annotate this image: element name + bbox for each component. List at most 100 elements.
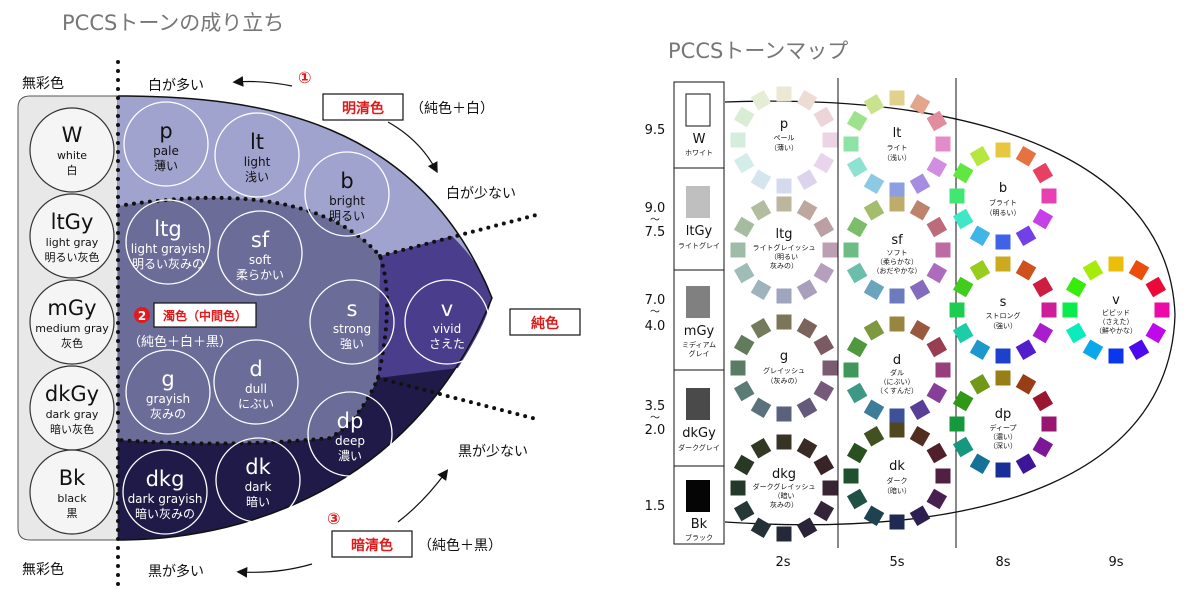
wheel-swatch-lt-11 (846, 110, 868, 132)
wheel-swatch-sf-4 (935, 242, 951, 258)
wheel-center-b (976, 169, 1030, 223)
en-strong: strong (333, 322, 371, 336)
wheel-swatch-v-11 (1065, 276, 1087, 298)
achromatic-label-top: 無彩色 (22, 75, 64, 92)
wheel-swatch-d-1 (889, 316, 905, 332)
circle-medium-gray (29, 279, 115, 365)
column-2s: 2s (775, 555, 790, 570)
swatch-black (686, 480, 710, 512)
wheel-code-s: s (1000, 295, 1007, 310)
wheel-swatch-ltg-2 (796, 199, 818, 221)
wheel-text-dk-1: ダーク (887, 476, 908, 485)
wheel-swatch-ltg-11 (733, 216, 755, 238)
wheel-swatch-dk-9 (846, 488, 868, 510)
wheel-segments-dk (843, 422, 951, 530)
wheel-swatch-g-4 (822, 360, 838, 376)
code-dkg: dkg (146, 467, 185, 491)
bright-group-number: ① (298, 68, 312, 87)
wheel-code-b: b (999, 181, 1007, 196)
wheel-code-sf: sf (891, 233, 903, 248)
wheel-text-ltg-3: 灰みの） (770, 261, 798, 270)
en-black: black (57, 492, 87, 505)
jp-grayish: 灰みの (150, 407, 186, 421)
wheel-swatch-ltg-7 (776, 288, 792, 304)
wheel-swatch-d-5 (926, 382, 948, 404)
jp-black: 黒 (67, 507, 78, 520)
tone-circles (122, 101, 490, 535)
en-dark: dark (245, 480, 272, 494)
tone-wheel-g: g グレイッシュ （灰みの） (730, 314, 838, 422)
en-bright: bright (329, 194, 365, 208)
wheel-swatch-p-11 (733, 106, 755, 128)
map-code-mGy: mGy (684, 324, 715, 339)
jp-light: 浅い (245, 170, 269, 184)
code-p: p (159, 119, 172, 143)
en-medium-gray: medium gray (35, 322, 109, 335)
wheel-swatch-lt-4 (935, 136, 951, 152)
level-7-5: 7.5 (645, 225, 666, 240)
wheel-swatch-p-5 (813, 152, 835, 174)
wheel-code-g: g (780, 349, 788, 364)
wheel-text-dkg-2: （暗い (774, 491, 795, 500)
wheel-swatch-dkg-9 (733, 500, 755, 522)
wheel-swatch-g-11 (733, 334, 755, 356)
gray-labels: W ホワイト ltGy ライトグレイ mGy ミディアム グレイ dkGy ダー… (678, 132, 720, 542)
swatch-dark-gray (686, 388, 710, 420)
dark-group-name: 暗清色 (351, 537, 393, 554)
wheel-code-p: p (780, 117, 788, 132)
wheel-swatch-dkg-1 (776, 434, 792, 450)
wheel-swatch-v-3 (1145, 276, 1167, 298)
tone-wheel-dk: dk ダーク （暗い） (843, 422, 951, 530)
wheel-swatch-p-8 (750, 169, 772, 191)
wheel-swatch-lt-12 (863, 93, 885, 115)
wheel-swatch-dp-11 (952, 390, 974, 412)
level-tilde-2: 〜 (650, 307, 660, 318)
wheel-swatch-p-3 (813, 106, 835, 128)
white-less-label: 白が少ない (446, 186, 516, 202)
wheel-swatch-s-6 (1015, 339, 1037, 361)
en-deep: deep (335, 434, 365, 448)
wheel-swatch-dp-7 (995, 462, 1011, 478)
wheel-center-dk (870, 449, 924, 503)
jp-strong: 強い (340, 337, 364, 351)
bright-group-box (322, 93, 404, 121)
wheel-swatch-lt-2 (909, 93, 931, 115)
tone-outline (117, 95, 493, 541)
circle-pale (123, 101, 209, 187)
en-pale: pale (153, 144, 179, 158)
level-9-5: 9.5 (645, 123, 666, 138)
tone-wheel-b: b ブライト （明るい） (949, 142, 1057, 250)
map-code-W: W (693, 132, 706, 147)
wheel-text-dp-3: （深い） (989, 441, 1017, 450)
wheel-center-lt (870, 117, 924, 171)
column-9s: 9s (1108, 555, 1123, 570)
wheel-text-p-1: ペール (774, 134, 795, 142)
wheel-swatch-sf-2 (909, 199, 931, 221)
wheel-segments-g (730, 314, 838, 422)
tone-wheel-v: v ビビッド （さえた） （鮮やかな） (1062, 256, 1170, 364)
wheel-code-dp: dp (995, 407, 1012, 422)
level-4-0: 4.0 (645, 319, 666, 334)
map-kana-medium-gray: ミディアム (682, 340, 716, 349)
en-light-grayish: light grayish (131, 242, 206, 256)
wheel-text-lt-1: ライト (887, 144, 908, 152)
swatch-white (685, 93, 711, 127)
circle-white (29, 107, 115, 193)
wheel-code-d: d (893, 353, 901, 368)
en-dull: dull (245, 382, 267, 396)
wheel-swatch-ltg-8 (750, 279, 772, 301)
wheel-swatch-dk-11 (846, 442, 868, 464)
wheel-swatch-dk-2 (909, 425, 931, 447)
wheel-swatch-lt-8 (863, 173, 885, 195)
wheel-swatch-v-1 (1108, 256, 1124, 272)
wheel-swatch-ltg-3 (813, 216, 835, 238)
map-code-dkGy: dkGy (682, 426, 716, 441)
code-lt: lt (250, 130, 264, 154)
bright-group-name: 明清色 (342, 100, 384, 117)
wheel-swatch-sf-1 (889, 196, 905, 212)
wheel-swatch-v-2 (1128, 259, 1150, 281)
level-tilde-3: 〜 (650, 413, 660, 424)
tone-wheel-dkg: dkg ダークグレイッシュ （暗い 灰みの） (730, 434, 838, 542)
wheel-segments-dkg (730, 434, 838, 542)
jp-light-grayish: 明るい灰みの (132, 257, 204, 271)
